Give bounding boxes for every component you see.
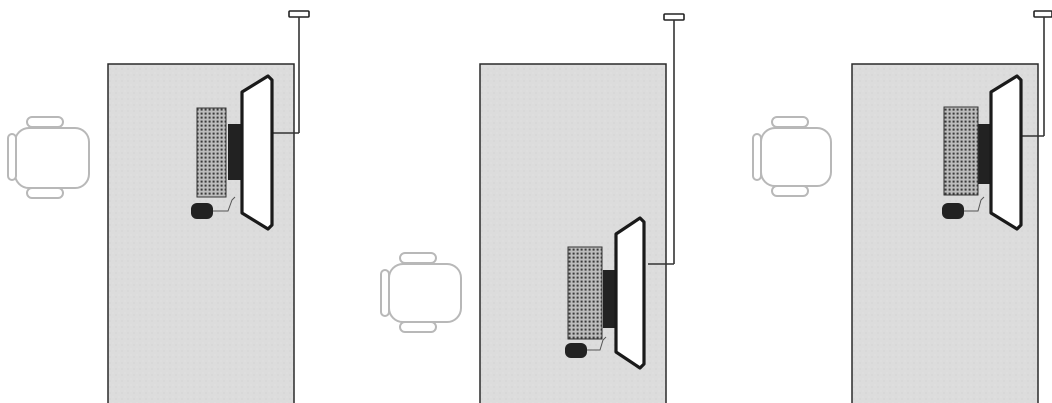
monitor-icon: [228, 74, 274, 231]
chair-icon: [7, 116, 90, 199]
monitor-icon: [603, 216, 646, 370]
ceiling-lamp-icon: [648, 13, 685, 265]
keyboard-icon: [943, 106, 979, 196]
mouse-icon: [565, 336, 607, 358]
chair-icon: [752, 116, 832, 197]
ceiling-lamp-icon: [1022, 10, 1052, 137]
panel-layout-1: [7, 10, 310, 403]
mouse-icon: [191, 196, 236, 219]
monitor-icon: [978, 74, 1023, 231]
keyboard-icon: [567, 246, 603, 340]
panel-layout-2: [380, 13, 685, 403]
chair-icon: [380, 252, 462, 333]
mouse-icon: [942, 196, 985, 219]
panel-layout-3: [752, 10, 1052, 403]
keyboard-icon: [196, 107, 227, 198]
